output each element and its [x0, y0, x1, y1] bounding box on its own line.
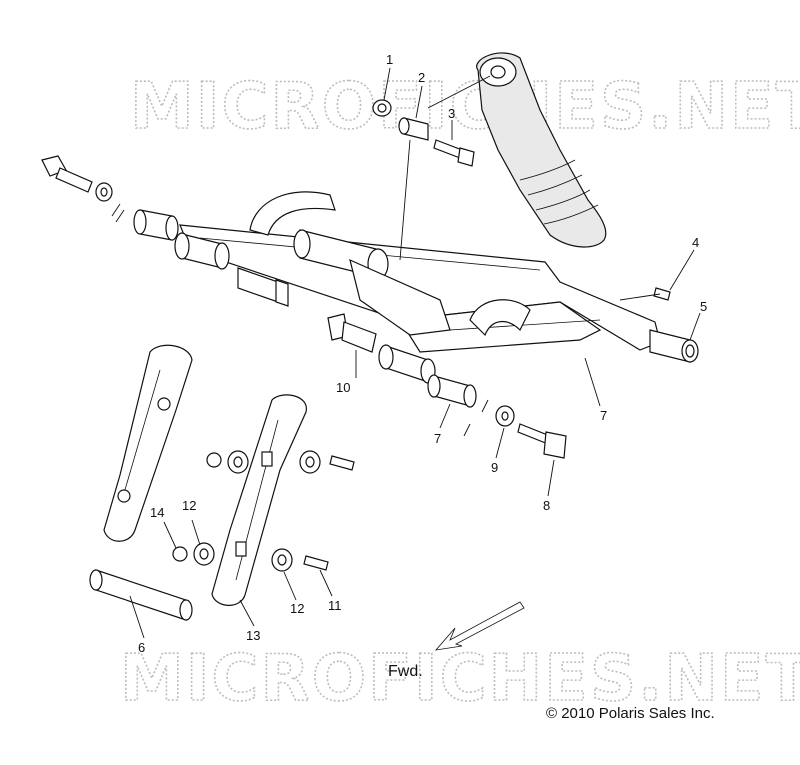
- callout-10: 10: [336, 380, 350, 395]
- forward-label: Fwd.: [388, 663, 423, 680]
- flanged-bushing-left: [237, 267, 289, 307]
- tube-6: [89, 569, 193, 621]
- callout-5: 5: [700, 299, 707, 314]
- callout-4: 4: [692, 235, 699, 250]
- grease-fitting-4: [653, 287, 671, 301]
- nut-14: [172, 546, 188, 562]
- washer-9: [495, 405, 515, 427]
- bushing-left-lower: [174, 232, 230, 270]
- watermark-top: MICROFICHES.NET: [130, 70, 800, 144]
- forward-arrow: [434, 601, 525, 651]
- pin-upper: [329, 455, 355, 471]
- callout-12-left: 12: [182, 498, 196, 513]
- watermark-bottom: MICROFICHES.NET: [120, 642, 800, 716]
- callout-1: 1: [386, 52, 393, 67]
- nut-upper: [206, 452, 222, 468]
- bushing-left-upper: [133, 209, 179, 241]
- nut-1: [372, 99, 392, 117]
- callout-12-right: 12: [290, 601, 304, 616]
- bushing-center-lower: [427, 374, 477, 408]
- bolt-10: [327, 313, 377, 353]
- callout-13: 13: [246, 628, 260, 643]
- callout-7-right: 7: [600, 408, 607, 423]
- callout-2: 2: [418, 70, 425, 85]
- callout-8: 8: [543, 498, 550, 513]
- pin-11: [303, 555, 329, 571]
- bolt-8: [517, 423, 567, 459]
- left-bolt: [41, 155, 113, 202]
- callout-11: 11: [328, 598, 342, 613]
- callout-3: 3: [448, 106, 455, 121]
- washer-upper-b: [299, 450, 321, 474]
- washer-12-left: [193, 542, 215, 566]
- shock-absorber: [476, 52, 607, 248]
- callout-14: 14: [150, 505, 164, 520]
- washer-12-right: [271, 548, 293, 572]
- callout-7-center: 7: [434, 431, 441, 446]
- link-arm-left: [103, 344, 193, 542]
- pivot-tube: [293, 229, 451, 336]
- spacer-2: [398, 117, 429, 141]
- callout-9: 9: [491, 460, 498, 475]
- link-arm-13: [211, 394, 307, 606]
- bolt-3: [433, 139, 475, 167]
- end-tube-right: [649, 329, 699, 363]
- callout-6: 6: [138, 640, 145, 655]
- copyright: © 2010 Polaris Sales Inc.: [546, 705, 715, 722]
- leader-lines: [111, 67, 701, 639]
- washer-upper-a: [227, 450, 249, 474]
- bushing-center-upper: [378, 344, 436, 384]
